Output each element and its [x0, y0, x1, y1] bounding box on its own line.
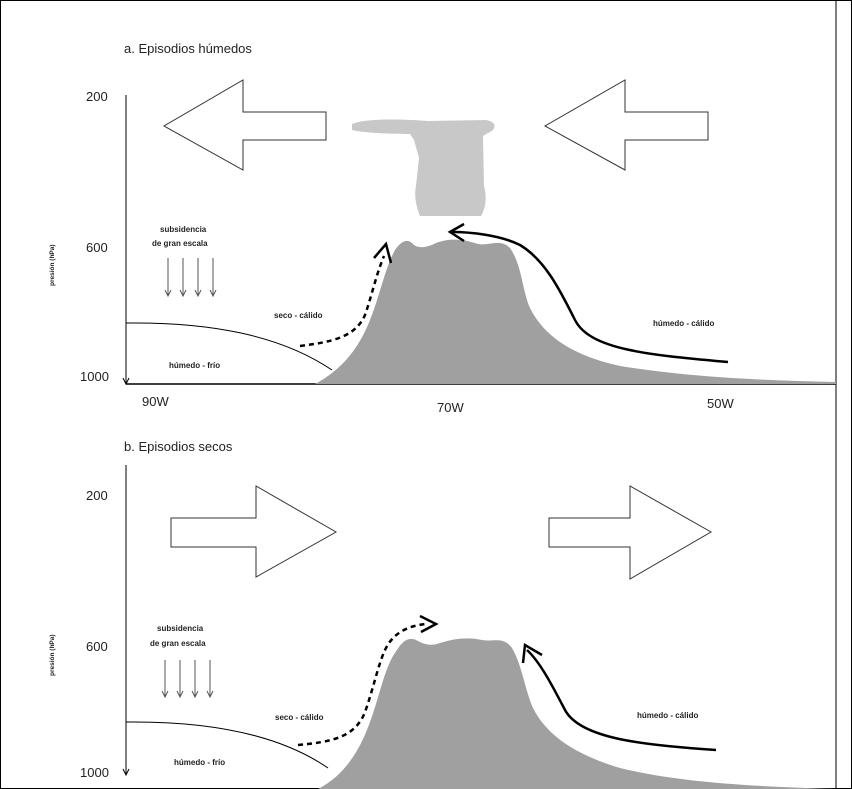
panel-a-humid-warm-label: húmedo - cálido: [653, 319, 714, 328]
panel-b-moist-inflow: [526, 649, 717, 752]
panel-a-moist-inflow-arrowhead: [447, 222, 465, 243]
panel-b-subsidence-arrows: [161, 660, 214, 699]
panel-a-mountain: [315, 239, 836, 384]
panel-a-title: a. Episodios húmedos: [124, 41, 252, 56]
panel-b-dry-warm-label: seco - cálido: [275, 713, 324, 722]
panel-a-west-wind-arrow-left: [162, 79, 327, 171]
panel-b-dry-upslope-flow: [297, 622, 427, 747]
panel-b-east-wind-arrow-right: [548, 485, 713, 580]
panel-a-convective-cloud: [352, 119, 495, 216]
panel-b-humid-cold-label: húmedo - frío: [174, 758, 225, 767]
panel-b-moist-inflow-arrowhead: [521, 642, 543, 664]
panel-a-y-axis-label: presión (hPa): [49, 244, 56, 286]
panel-b-subsidence-label-1: subsidencia: [157, 624, 204, 633]
panel-a-dry-upslope-flow: [299, 255, 386, 348]
panel-a-ytick-600: 600: [86, 240, 108, 255]
panel-a-subsidence-arrows: [164, 258, 217, 298]
panel-a-moist-inflow: [451, 230, 729, 364]
panel-a-ytick-1000: 1000: [80, 369, 109, 384]
panel-a-west-wind-arrow-right: [543, 79, 709, 171]
panel-a-humid-cold-label: húmedo - frío: [169, 361, 220, 370]
panel-b-ytick-200: 200: [86, 488, 108, 503]
panel-b-cold-pool-boundary: [125, 721, 329, 769]
panel-b: b. Episodios secos 200 600 1000 presión …: [49, 439, 836, 789]
panel-a-dry-upslope-arrowhead: [373, 241, 393, 264]
panel-a: a. Episodios húmedos 200 600 1000 presió…: [49, 41, 836, 415]
panel-a-ytick-200: 200: [86, 89, 108, 104]
panel-b-humid-warm-label: húmedo - cálido: [637, 711, 698, 720]
panel-a-cold-pool-boundary: [125, 322, 333, 371]
panel-b-subsidence-label-2: de gran escala: [150, 639, 206, 648]
panel-a-xtick-50w: 50W: [707, 396, 734, 411]
panel-a-dry-warm-label: seco - cálido: [274, 311, 323, 320]
panel-b-mountain: [318, 638, 836, 789]
panel-b-ytick-600: 600: [86, 639, 108, 654]
panel-a-y-axis-arrow: [122, 377, 130, 386]
panel-a-xtick-70w: 70W: [437, 400, 464, 415]
panel-b-dry-upslope-arrowhead: [419, 614, 439, 634]
panel-a-subsidence-label-1: subsidencia: [160, 225, 207, 234]
panel-b-ytick-1000: 1000: [80, 765, 109, 780]
panel-b-y-axis-label: presión (hPa): [49, 634, 56, 676]
panel-a-subsidence-label-2: de gran escala: [152, 239, 208, 248]
panel-b-title: b. Episodios secos: [124, 439, 233, 454]
panel-a-xtick-90w: 90W: [142, 394, 169, 409]
panel-b-east-wind-arrow-left: [170, 485, 338, 578]
panel-b-y-axis-arrow: [122, 768, 130, 777]
